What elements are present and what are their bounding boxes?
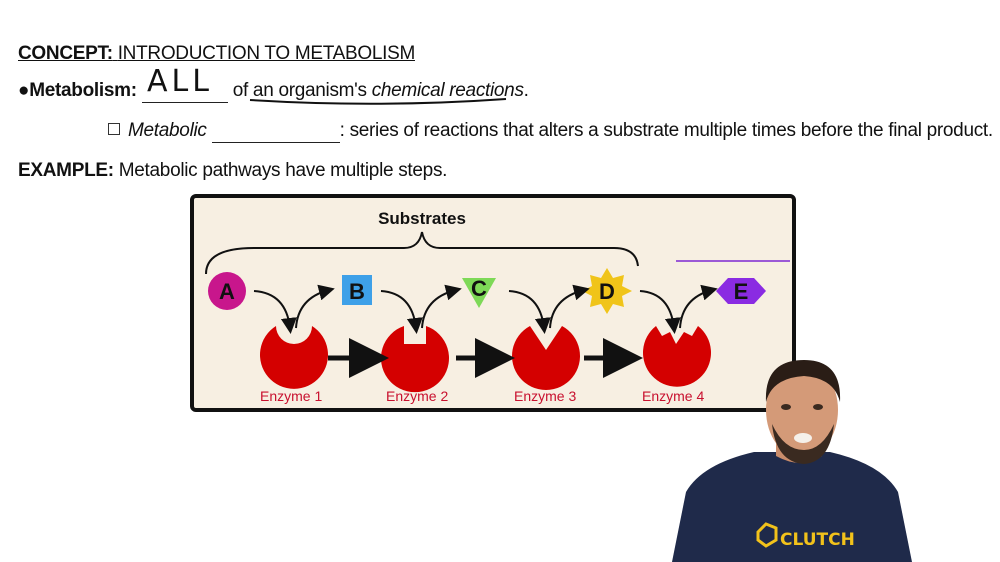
presenter-video: CLUTCH xyxy=(672,360,912,562)
substrate-b-icon xyxy=(342,275,372,305)
enzyme-2-icon xyxy=(381,326,449,393)
svg-text:A: A xyxy=(219,279,235,304)
term-label: Metabolism: xyxy=(29,80,137,101)
concept-title: INTRODUCTION TO METABOLISM xyxy=(117,43,416,64)
presenter-beard xyxy=(772,424,834,464)
svg-text:C: C xyxy=(471,276,487,301)
enzyme-1-icon xyxy=(260,326,328,389)
metabolic-term: Metabolic xyxy=(128,120,207,141)
bullet: ● xyxy=(18,80,30,101)
metabolism-definition: ●Metabolism: of an organism's chemical r… xyxy=(18,80,529,103)
svg-text:E: E xyxy=(734,279,749,304)
handwritten-answer: ALL xyxy=(147,64,213,99)
concept-label: CONCEPT: xyxy=(18,43,113,64)
handwritten-underline xyxy=(249,98,507,105)
example-label: EXAMPLE: xyxy=(18,160,114,181)
concept-heading: CONCEPT: INTRODUCTION TO METABOLISM xyxy=(18,43,415,65)
diagram-graphics: A B C D E Substrates xyxy=(205,209,790,393)
example-line: EXAMPLE: Metabolic pathways have multipl… xyxy=(18,160,447,182)
enzyme-4-icon xyxy=(643,326,711,387)
enzyme-3-label: Enzyme 3 xyxy=(514,388,577,404)
answer-blank xyxy=(141,80,228,103)
clutch-logo-icon xyxy=(756,522,778,548)
substrate-d-icon xyxy=(582,268,632,314)
presenter-face xyxy=(766,362,838,458)
substrate-a-icon xyxy=(208,272,246,310)
enzyme-2-label: Enzyme 2 xyxy=(386,388,449,404)
svg-text:D: D xyxy=(599,279,615,304)
enzyme-4-label: Enzyme 4 xyxy=(642,388,705,404)
metabolic-pathway-definition: Metabolic : series of reactions that alt… xyxy=(108,120,993,143)
substrate-e-icon xyxy=(716,278,766,304)
pathway-description: : series of reactions that alters a subs… xyxy=(339,120,994,141)
chemical-reactions: chemical reactions xyxy=(371,80,524,101)
svg-text:B: B xyxy=(349,279,365,304)
metabolic-pathway-diagram: A B C D E Substrates xyxy=(190,194,796,412)
substrates-brace-icon xyxy=(205,231,639,275)
presenter-hair xyxy=(765,360,841,402)
checkbox-bullet-icon xyxy=(108,123,120,135)
definition-text: of an organism's chemical reactions. xyxy=(232,80,529,101)
presenter-shirt xyxy=(672,452,912,562)
substrate-c-icon xyxy=(462,278,496,308)
pathway-blank xyxy=(211,120,340,143)
enzyme-1-label: Enzyme 1 xyxy=(260,388,323,404)
shirt-text: CLUTCH xyxy=(780,530,855,550)
brace-label: Substrates xyxy=(378,209,466,228)
enzyme-3-icon xyxy=(512,326,580,390)
example-text: Metabolic pathways have multiple steps. xyxy=(118,160,448,181)
